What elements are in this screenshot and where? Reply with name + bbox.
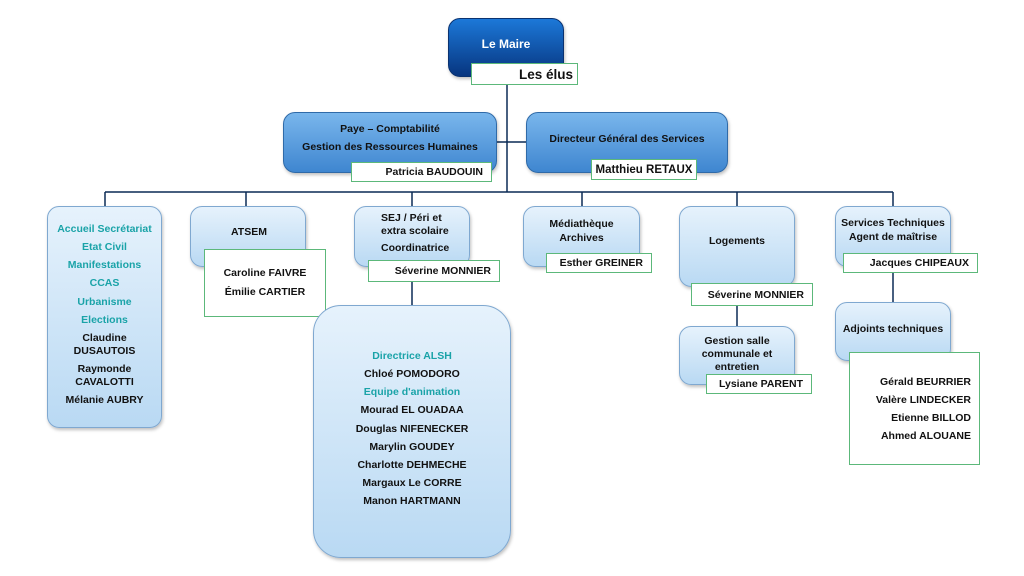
dgs-title: Directeur Général des Services bbox=[549, 133, 705, 145]
salle-line3: entretien bbox=[714, 361, 760, 374]
sej-line3: Coordinatrice bbox=[381, 241, 450, 254]
salle-line1: Gestion salle bbox=[704, 335, 770, 347]
atsem-person-1: Émilie CARTIER bbox=[224, 285, 306, 298]
alsh-team-label: Equipe d'animation bbox=[363, 386, 461, 399]
accueil-person-4: Mélanie AUBRY bbox=[65, 394, 144, 407]
accueil-service-1: Etat Civil bbox=[82, 241, 127, 254]
adjoints-person-2: Etienne BILLOD bbox=[891, 412, 971, 425]
alsh-box: Directrice ALSH Chloé POMODORO Equipe d'… bbox=[313, 305, 511, 558]
mediatheque-person-tag: Esther GREINER bbox=[546, 253, 652, 273]
elus-text: Les élus bbox=[518, 66, 573, 82]
sej-box: SEJ / Péri et extra scolaire Coordinatri… bbox=[354, 206, 470, 267]
logements-person-tag: Séverine MONNIER bbox=[691, 283, 813, 306]
adjoints-person-1: Valère LINDECKER bbox=[875, 394, 971, 407]
elus-label: Les élus bbox=[471, 63, 578, 85]
paye-line1: Paye – Comptabilité bbox=[340, 123, 440, 135]
sej-person-tag: Séverine MONNIER bbox=[368, 260, 500, 282]
accueil-service-4: Urbanisme bbox=[77, 295, 132, 308]
alsh-team-member-1: Douglas NIFENECKER bbox=[355, 422, 469, 435]
accueil-person-1: DUSAUTOIS bbox=[73, 344, 136, 357]
alsh-team-member-3: Charlotte DEHMECHE bbox=[357, 458, 467, 471]
alsh-director: Chloé POMODORO bbox=[364, 368, 460, 381]
mediatheque-person: Esther GREINER bbox=[559, 257, 643, 269]
alsh-team-member-2: Marylin GOUDEY bbox=[369, 440, 455, 453]
adjoints-person-3: Ahmed ALOUANE bbox=[880, 430, 971, 443]
atsem-title: ATSEM bbox=[231, 225, 267, 238]
adjoints-person-0: Gérald BEURRIER bbox=[879, 376, 971, 388]
adjoints-box: Adjoints techniques bbox=[835, 302, 951, 361]
alsh-team-member-0: Mourad EL OUADAA bbox=[360, 404, 464, 417]
adjoints-people-tag: Gérald BEURRIER Valère LINDECKER Etienne… bbox=[849, 352, 980, 465]
salle-person: Lysiane PARENT bbox=[718, 378, 803, 390]
accueil-service-5: Elections bbox=[81, 313, 128, 326]
paye-person: Patricia BAUDOUIN bbox=[385, 166, 483, 178]
paye-person-tag: Patricia BAUDOUIN bbox=[351, 162, 492, 182]
dgs-person-tag: Matthieu RETAUX bbox=[591, 159, 697, 180]
alsh-team-member-5: Manon HARTMANN bbox=[363, 495, 461, 507]
paye-line2: Gestion des Ressources Humaines bbox=[302, 141, 478, 154]
techniques-line2: Agent de maîtrise bbox=[848, 230, 938, 243]
atsem-people-tag: Caroline FAIVRE Émilie CARTIER bbox=[204, 249, 326, 317]
alsh-team-member-4: Margaux Le CORRE bbox=[362, 476, 462, 489]
accueil-person-2: Raymonde bbox=[77, 363, 132, 375]
logements-title: Logements bbox=[708, 234, 765, 247]
accueil-box: Accueil Secrétariat Etat Civil Manifesta… bbox=[47, 206, 162, 428]
logements-person: Séverine MONNIER bbox=[707, 288, 804, 301]
maire-title: Le Maire bbox=[481, 37, 531, 51]
accueil-service-3: CCAS bbox=[89, 277, 120, 290]
techniques-line1: Services Techniques bbox=[841, 217, 945, 230]
alsh-director-label: Directrice ALSH bbox=[372, 350, 452, 362]
mediatheque-line2: Archives bbox=[559, 231, 604, 244]
sej-person: Séverine MONNIER bbox=[394, 265, 491, 277]
sej-line1: SEJ / Péri et bbox=[381, 212, 442, 225]
accueil-person-3: CAVALOTTI bbox=[75, 376, 134, 389]
accueil-service-0: Accueil Secrétariat bbox=[57, 223, 152, 235]
salle-line2: communale et bbox=[701, 348, 773, 361]
logements-box: Logements bbox=[679, 206, 795, 287]
salle-person-tag: Lysiane PARENT bbox=[706, 374, 812, 394]
mediatheque-line1: Médiathèque bbox=[549, 218, 614, 231]
sej-line2: extra scolaire bbox=[381, 225, 449, 238]
accueil-person-0: Claudine bbox=[82, 331, 127, 344]
techniques-person-tag: Jacques CHIPEAUX bbox=[843, 253, 978, 273]
dgs-person: Matthieu RETAUX bbox=[595, 163, 693, 176]
techniques-person: Jacques CHIPEAUX bbox=[869, 257, 969, 269]
accueil-service-2: Manifestations bbox=[67, 259, 142, 272]
atsem-person-0: Caroline FAIVRE bbox=[223, 267, 307, 280]
adjoints-title: Adjoints techniques bbox=[842, 323, 944, 335]
